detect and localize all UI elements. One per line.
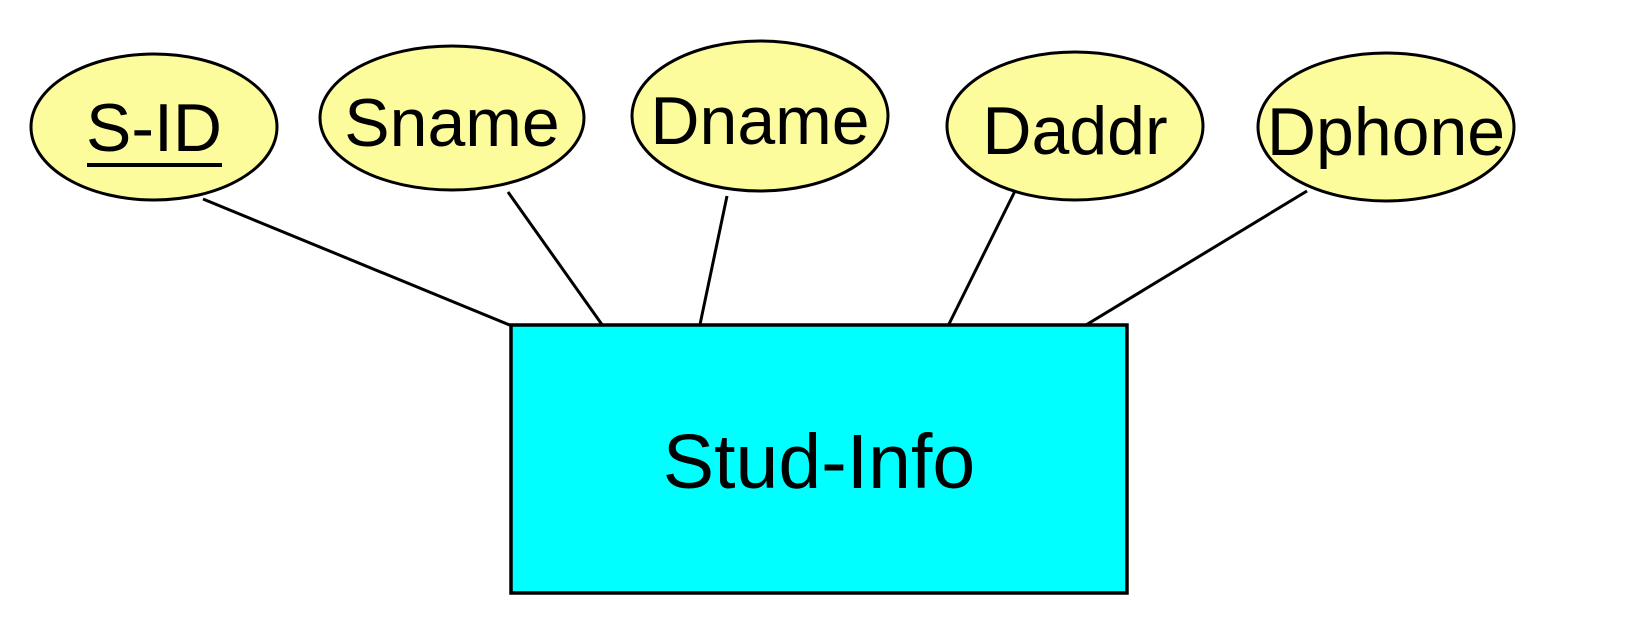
connector-dphone-to-entity [1080, 189, 1308, 330]
connector-dname-to-entity [696, 195, 729, 335]
attribute-daddr: Daddr [945, 50, 1205, 202]
attribute-dphone-ellipse [1256, 51, 1516, 203]
attribute-sname-ellipse [318, 44, 586, 192]
attribute-dname-ellipse [630, 39, 890, 193]
attribute-daddr-ellipse [945, 50, 1205, 202]
entity-stud-info-label: Stud-Info [663, 419, 975, 505]
attribute-s-id-label: S-ID [86, 90, 222, 166]
entity-stud-info-rect [509, 323, 1129, 595]
connector-sname-to-entity [506, 191, 605, 327]
attribute-s-id: S-ID [29, 52, 279, 202]
connector-s-id-to-entity [202, 197, 513, 328]
entity-stud-info: Stud-Info [509, 323, 1129, 595]
attribute-daddr-label: Daddr [982, 93, 1167, 169]
attribute-dphone: Dphone [1256, 51, 1516, 203]
connector-daddr-to-entity [947, 190, 1017, 325]
attribute-dname-label: Dname [650, 83, 869, 159]
attribute-dphone-label: Dphone [1267, 94, 1505, 170]
attribute-dname: Dname [630, 39, 890, 193]
attribute-sname-label: Sname [344, 85, 559, 161]
attribute-sname: Sname [318, 44, 586, 192]
